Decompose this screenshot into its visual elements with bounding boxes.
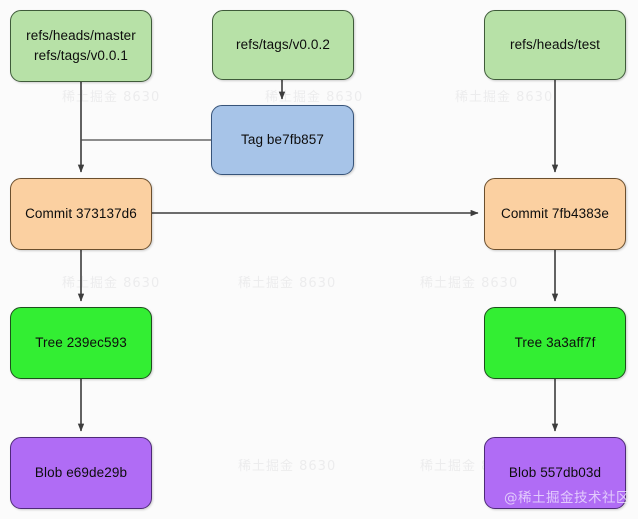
node-label: Blob 557db03d [508,465,602,481]
node-label: Tree 3a3aff7f [514,335,596,351]
node-label: Tree 239ec593 [35,335,127,351]
node-ref-heads-test[interactable]: refs/heads/test [484,10,626,80]
node-tag-be7fb857[interactable]: Tag be7fb857 [211,105,354,175]
watermark: 稀土掘金 8630 [420,276,519,291]
node-blob-557db03d[interactable]: Blob 557db03d [484,437,626,509]
watermark: 稀土掘金 8630 [62,276,161,291]
node-commit-373137d6[interactable]: Commit 373137d6 [10,178,152,250]
node-label: refs/heads/test [509,37,601,53]
watermark-signature: @稀土掘金技术社区 [504,490,630,506]
node-ref-heads-master[interactable]: refs/heads/master refs/tags/v0.0.1 [10,10,152,82]
node-ref-tags-v002[interactable]: refs/tags/v0.0.2 [212,10,354,80]
node-commit-7fb4383e[interactable]: Commit 7fb4383e [484,178,626,250]
node-label: refs/tags/v0.0.2 [236,37,330,53]
watermark: 稀土掘金 8630 [238,276,337,291]
watermark: 稀土掘金 8630 [238,459,337,474]
node-blob-e69de29b[interactable]: Blob e69de29b [10,437,152,509]
watermark: 稀土掘金 8630 [265,90,364,105]
node-label: Commit 373137d6 [25,206,137,222]
node-tree-3a3aff7f[interactable]: Tree 3a3aff7f [484,307,626,379]
node-tree-239ec593[interactable]: Tree 239ec593 [10,307,152,379]
node-label: refs/heads/master refs/tags/v0.0.1 [26,28,136,63]
node-label: Commit 7fb4383e [500,206,610,222]
node-label: Tag be7fb857 [240,132,325,148]
watermark: 稀土掘金 8630 [62,90,161,105]
watermark: 稀土掘金 8630 [455,90,554,105]
node-label: Blob e69de29b [34,465,128,481]
